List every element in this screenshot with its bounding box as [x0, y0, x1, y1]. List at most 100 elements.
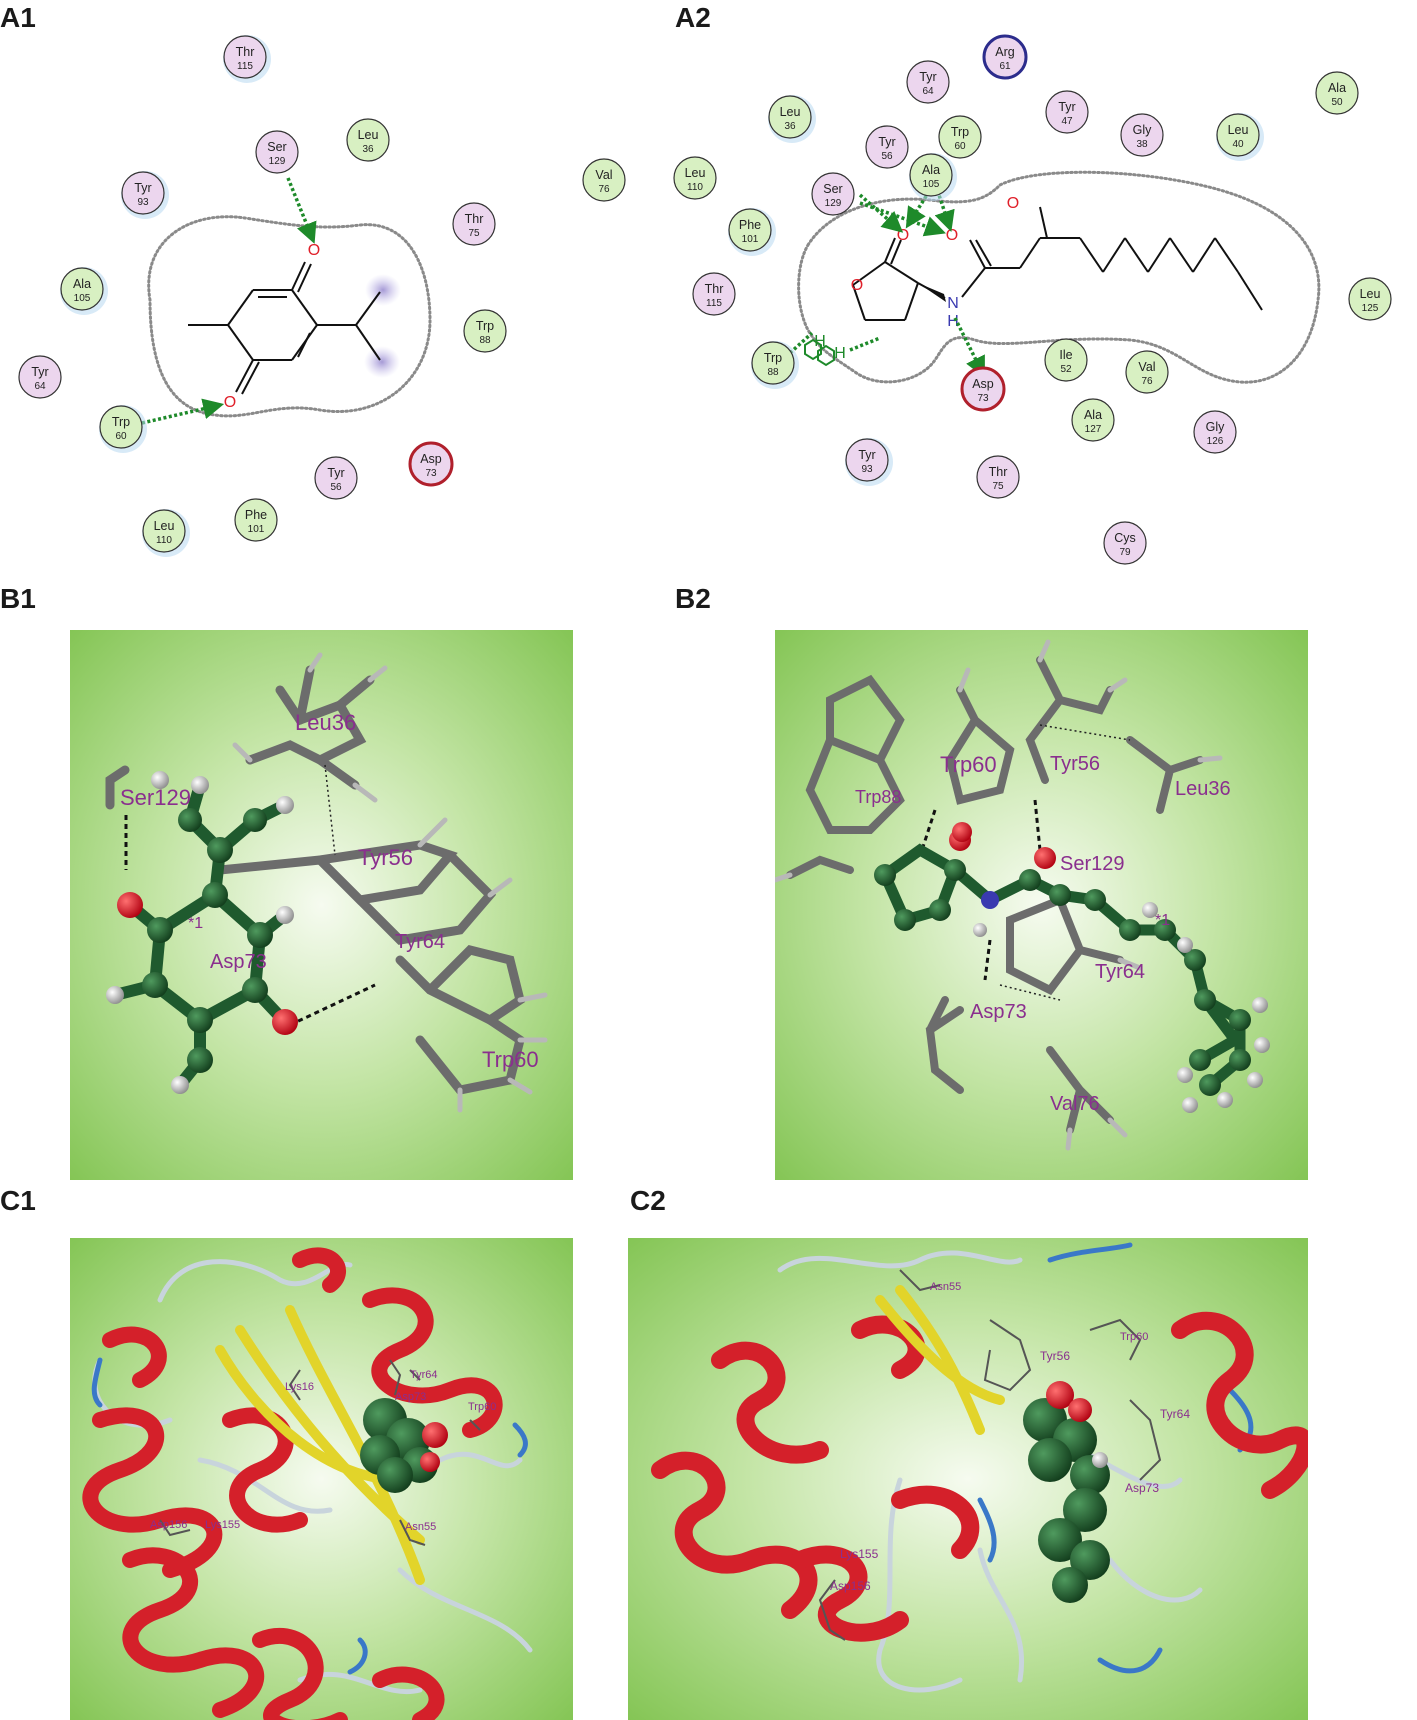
residue-name: Thr	[236, 45, 255, 59]
residue-number: 38	[1136, 139, 1148, 150]
residue-number: 60	[954, 141, 966, 152]
residue-name: Val	[1138, 360, 1155, 374]
b2-hydrogens	[775, 639, 1223, 1151]
c1-label-lys155: Lys155	[205, 1519, 240, 1531]
residue-number: 101	[248, 524, 265, 535]
residue-number: 105	[74, 293, 91, 304]
residue-number: 64	[34, 381, 46, 392]
b2-hbond-asp73	[983, 939, 992, 981]
c1-label-trp60: Trp60	[468, 1401, 496, 1413]
residue-name: Thr	[465, 212, 484, 226]
c1-sheets	[215, 1305, 425, 1585]
c2-label-asp73: Asp73	[1125, 1481, 1159, 1495]
a2-hbond	[858, 193, 904, 233]
residue-val76: Val76	[582, 158, 626, 202]
b2-label-tyr56: Tyr56	[1050, 753, 1100, 775]
residue-name: Trp	[764, 351, 782, 365]
a1-residue-list: Thr115Ser129Leu36Tyr93Val76Thr75Ala105Tr…	[18, 35, 626, 557]
b1-hbond-trp60	[289, 983, 376, 1027]
a2-hbond-trp88	[849, 336, 881, 352]
residue-number: 36	[362, 144, 374, 155]
residue-name: Leu	[685, 166, 706, 180]
residue-number: 125	[1362, 303, 1379, 314]
c2-label-lys155: Lys155	[840, 1547, 879, 1561]
b2-label-val76: Val76	[1050, 1093, 1100, 1115]
b1-label-tyr64: Tyr64	[395, 931, 445, 953]
c1-label-tyr64: Tyr64	[410, 1369, 438, 1381]
c1-helices	[82, 1247, 503, 1720]
residue-tyr64: Tyr64	[906, 60, 950, 104]
residue-number: 127	[1085, 424, 1102, 435]
residue-name: Ile	[1059, 348, 1072, 362]
a1-exposure-blob	[364, 346, 400, 378]
c1-label-asn55: Asn55	[405, 1521, 436, 1533]
residue-name: Gly	[1206, 420, 1226, 434]
residue-number: 73	[425, 468, 437, 479]
residue-tyr56: Tyr56	[865, 125, 909, 169]
residue-number: 52	[1060, 364, 1072, 375]
residue-number: 101	[742, 234, 759, 245]
residue-leu36: Leu 36	[346, 118, 390, 162]
a1-exposure-blob	[365, 274, 401, 306]
residue-gly38: Gly 38	[1120, 113, 1164, 157]
c1-label-asp73: Asp73	[395, 1391, 426, 1403]
b1-contact-line	[324, 764, 336, 856]
residue-number: 61	[999, 61, 1011, 72]
a2-hydrogen-label: H	[814, 333, 826, 350]
residue-number: 56	[330, 482, 342, 493]
panel-b2-3d-view: Trp60 Tyr56 Leu36 Trp88 Ser129 Tyr64 Asp…	[775, 630, 1308, 1180]
panel-a1-interaction-diagram: O O Thr115Ser129Leu36Tyr93Val76Thr75Ala1…	[18, 35, 626, 557]
residue-number: 88	[767, 367, 779, 378]
a2-hydrogen-label: H	[947, 313, 959, 330]
panel-label-b1: B1	[0, 583, 36, 614]
residue-number: 36	[784, 121, 796, 132]
a1-oxygen-label: O	[308, 242, 320, 259]
residue-name: Gly	[1133, 123, 1153, 137]
residue-number: 126	[1207, 436, 1224, 447]
residue-ser129: Ser129	[811, 172, 855, 216]
residue-name: Leu	[358, 128, 379, 142]
residue-name: Ala	[922, 163, 940, 177]
c2-ligand-spheres	[1023, 1381, 1110, 1603]
b2-label-ser129: Ser129	[1060, 853, 1125, 875]
c1-label-asp156: Asp156	[150, 1519, 187, 1531]
residue-name: Tyr	[1058, 100, 1075, 114]
residue-number: 93	[861, 464, 873, 475]
residue-number: 75	[468, 228, 480, 239]
residue-name: Ser	[267, 140, 286, 154]
c1-ligand-spheres	[360, 1398, 448, 1493]
residue-number: 50	[1331, 97, 1343, 108]
residue-number: 105	[923, 179, 940, 190]
residue-name: Trp	[112, 415, 130, 429]
a1-ligand-skeleton	[188, 261, 381, 395]
residue-name: Phe	[245, 508, 267, 522]
b1-annotation: *1	[188, 915, 203, 932]
residue-name: Leu	[154, 519, 175, 533]
residue-name: Tyr	[858, 448, 875, 462]
a2-oxygen-label: O	[946, 227, 958, 244]
residue-number: 56	[881, 151, 893, 162]
c2-label-tyr64: Tyr64	[1160, 1407, 1190, 1421]
a2-pi-stack-icon	[804, 338, 835, 367]
residue-name: Asp	[972, 377, 994, 391]
residue-tyr93: Tyr 93	[121, 171, 169, 219]
residue-name: Val	[595, 168, 612, 182]
residue-number: 40	[1232, 139, 1244, 150]
residue-number: 93	[137, 197, 149, 208]
c2-label-asp156: Asp156	[830, 1579, 871, 1593]
b1-hydrogens	[232, 652, 548, 1113]
panel-c1-ribbon-view: Tyr64 Lys16 Asp73 Trp60 Lys155 Asn55 Asp…	[70, 1238, 573, 1720]
b2-hbond	[920, 809, 937, 851]
b1-label-asp73: Asp73	[210, 951, 267, 973]
residue-name: Ser	[823, 182, 842, 196]
residue-name: Tyr	[134, 181, 151, 195]
